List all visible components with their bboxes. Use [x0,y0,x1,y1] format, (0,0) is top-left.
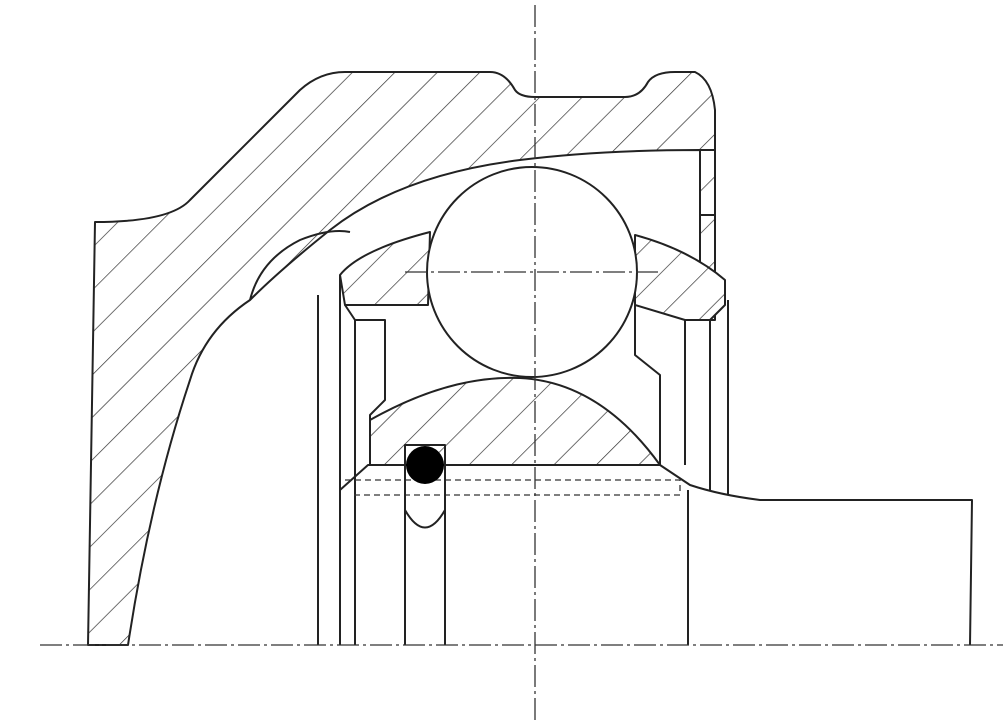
cage-right-walls [634,300,729,495]
outer-housing [87,71,716,646]
cage-left-walls [317,275,386,645]
cage-left [339,231,431,306]
inner-race [369,376,661,466]
shaft [339,464,973,646]
circlip-ring [406,446,444,484]
housing-step [700,149,715,216]
spline-hidden-line [345,479,681,496]
housing-inner-contour [249,230,351,301]
circlip-groove [404,444,446,645]
